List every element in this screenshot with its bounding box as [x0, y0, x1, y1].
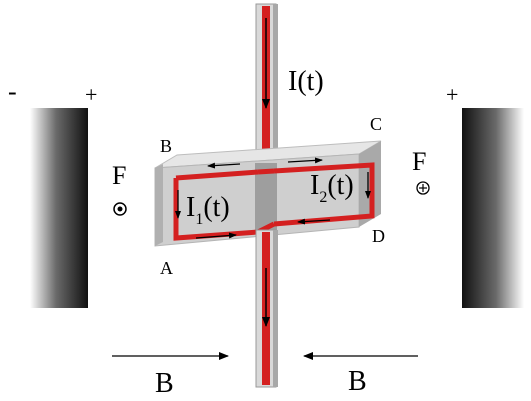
right-magnet-plus-label: + — [446, 82, 458, 107]
force-left-label: F — [112, 161, 126, 190]
vertical-conductor-bottom — [255, 229, 278, 388]
vertical-conductor-top — [255, 3, 278, 165]
corner-a-label: A — [160, 258, 173, 278]
corner-b-label: B — [160, 136, 172, 156]
current-2-label: I2(t) — [310, 170, 354, 206]
field-left-label: B — [155, 368, 174, 399]
out-of-page-dot-icon — [113, 202, 127, 216]
left-magnet-plus-label: + — [85, 82, 97, 107]
corner-d-label: D — [372, 226, 385, 246]
field-right-label: B — [348, 366, 367, 397]
left-magnet — [30, 108, 88, 308]
current-1-label: I1(t) — [186, 192, 230, 228]
vertical-conductor-center — [255, 163, 277, 231]
left-magnet-minus-label: - — [8, 77, 17, 106]
right-magnet — [462, 108, 524, 308]
loop-arrows — [175, 157, 371, 239]
corner-c-label: C — [370, 114, 382, 134]
main-current-label: I(t) — [288, 66, 324, 97]
force-right-label: F — [412, 147, 426, 176]
into-page-cross-icon — [416, 181, 430, 195]
